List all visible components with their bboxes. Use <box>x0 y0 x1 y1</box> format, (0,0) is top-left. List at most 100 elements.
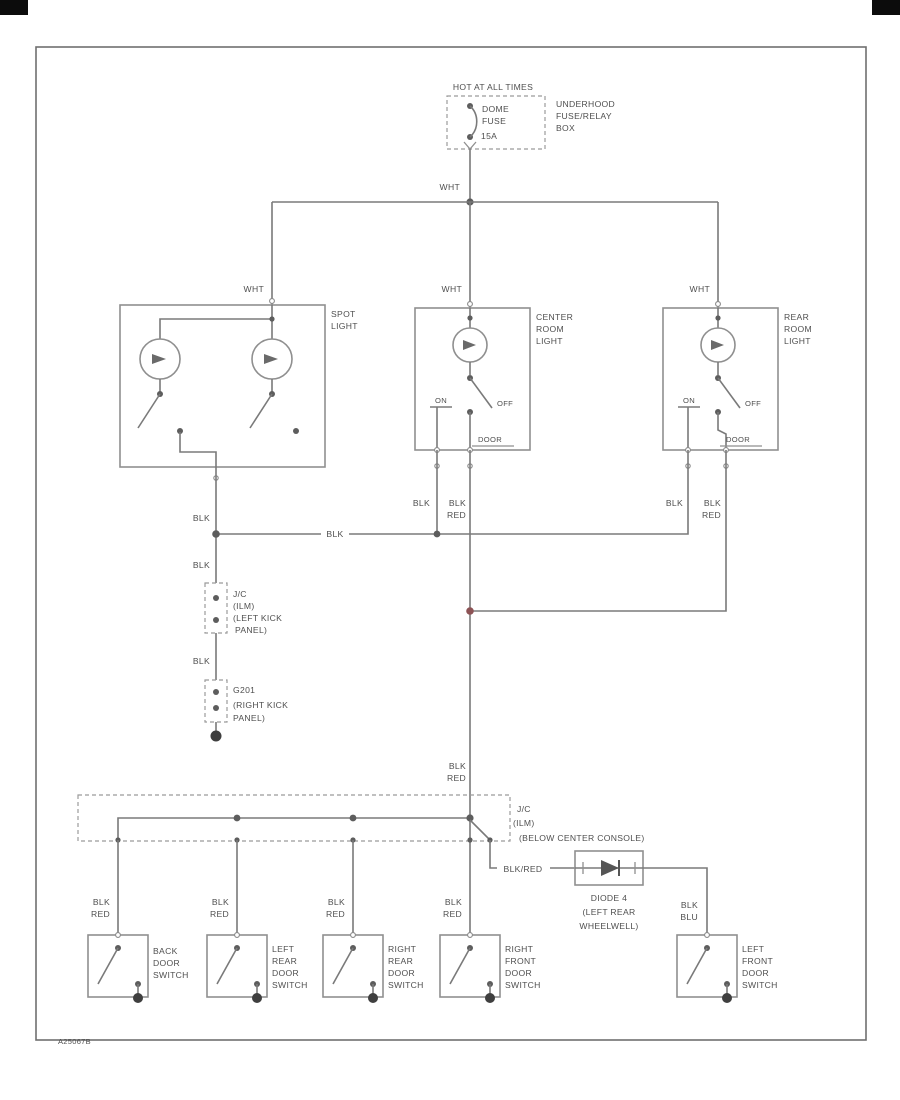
console-jc-outline <box>77 794 511 842</box>
left-rear-name-line2: REAR <box>272 956 297 966</box>
fuse-rating: 15A <box>481 131 497 141</box>
blk-label-center: BLK <box>413 498 430 508</box>
blkblu-wire <box>643 867 708 935</box>
spot-light-name-line2: LIGHT <box>331 321 358 331</box>
left-front-ground <box>722 993 732 1003</box>
back-door-switch-arm <box>97 947 119 985</box>
center-switch-door-label: DOOR <box>478 435 502 444</box>
power-source: HOT AT ALL TIMES DOME FUSE 15A UNDERHOOD… <box>446 82 615 150</box>
diode-branch: BLK/RED DIODE 4 (LEFT REAR WHEELWELL) BL… <box>489 840 708 935</box>
fuse-location-line3: BOX <box>556 123 575 133</box>
junction-connector-console: J/C (ILM) (BELOW CENTER CONSOLE) <box>77 794 645 843</box>
ground-line3: PANEL) <box>233 713 265 723</box>
diode-name-line3: WHEELWELL) <box>579 921 638 931</box>
left-rear-door-switch: LEFT REAR DOOR SWITCH <box>206 932 308 1003</box>
center-room-light-name-line3: LIGHT <box>536 336 563 346</box>
blk-label-spot: BLK <box>193 513 210 523</box>
right-front-wire-line2: RED <box>443 909 462 919</box>
diode-symbol <box>601 860 619 876</box>
diode-name-line2: (LEFT REAR <box>583 907 636 917</box>
back-door-name-line3: SWITCH <box>153 970 189 980</box>
back-door-wire-line1: BLK <box>93 897 110 907</box>
blk-label-down2: BLK <box>193 656 210 666</box>
rear-switch-off-label: OFF <box>745 399 761 408</box>
fuse-name-line1: DOME <box>482 104 509 114</box>
ground-line1: G201 <box>233 685 255 695</box>
diode-component <box>574 850 644 886</box>
rear-blkred-wire <box>470 450 727 612</box>
center-bulb <box>452 327 488 363</box>
console-jc-line3: (BELOW CENTER CONSOLE) <box>519 833 645 843</box>
left-front-name-line4: SWITCH <box>742 980 778 990</box>
center-switch-on-label: ON <box>435 396 447 405</box>
rear-blkred-line1: BLK <box>704 498 721 508</box>
left-front-name-line3: DOOR <box>742 968 769 978</box>
back-door-name-line2: DOOR <box>153 958 180 968</box>
center-room-light: CENTER ROOM LIGHT OFF ON DOOR <box>414 307 573 453</box>
rear-room-light-name-line1: REAR <box>784 312 809 322</box>
scan-mark-top-left <box>0 0 28 15</box>
console-jc-line2: (ILM) <box>513 818 535 828</box>
right-front-name-line4: SWITCH <box>505 980 541 990</box>
wht-distribution: WHT WHT WHT WHT <box>244 149 721 308</box>
right-front-switch-arm <box>449 947 471 985</box>
rear-room-light-name-line3: LIGHT <box>784 336 811 346</box>
hot-at-all-times-label: HOT AT ALL TIMES <box>453 82 533 92</box>
rear-bulb <box>700 327 736 363</box>
kick-jc-line1: J/C <box>233 589 247 599</box>
back-door-name-line1: BACK <box>153 946 178 956</box>
spot-light: SPOT LIGHT <box>119 304 358 468</box>
spot-light-name-line1: SPOT <box>331 309 356 319</box>
left-rear-wire-line2: RED <box>210 909 229 919</box>
door-feed-wiring: BLK RED BLK RED BLK RED <box>447 450 729 935</box>
blk-label-bus: BLK <box>326 529 343 539</box>
left-front-name-line1: LEFT <box>742 944 765 954</box>
right-rear-switch-arm <box>332 947 354 985</box>
rear-room-light: REAR ROOM LIGHT OFF ON DOOR <box>662 307 812 453</box>
right-rear-ground <box>368 993 378 1003</box>
ground-point <box>210 730 222 742</box>
feed-blkred-line2: RED <box>447 773 466 783</box>
spot-bulb-right <box>251 338 293 380</box>
center-switch-arm <box>469 377 493 409</box>
left-front-switch-arm <box>686 947 708 985</box>
wht-label-rear: WHT <box>690 284 711 294</box>
rear-switch-arm <box>717 377 741 409</box>
left-rear-wire-line1: BLK <box>212 897 229 907</box>
fuse-location-line1: UNDERHOOD <box>556 99 615 109</box>
ground-line2: (RIGHT KICK <box>233 700 288 710</box>
right-rear-wire-line1: BLK <box>328 897 345 907</box>
diagram-code: A25067B <box>58 1037 91 1046</box>
feed-blkred-line1: BLK <box>449 761 466 771</box>
fuse-location-line2: FUSE/RELAY <box>556 111 612 121</box>
spot-switch-arm-right <box>249 393 273 429</box>
back-door-switch: BACK DOOR SWITCH <box>87 932 189 1003</box>
left-rear-name-line3: DOOR <box>272 968 299 978</box>
wht-label-center: WHT <box>442 284 463 294</box>
door-switch-drops: BLK RED BLK RED BLK RED BLK RED <box>91 840 462 935</box>
rear-switch-on-label: ON <box>683 396 695 405</box>
wht-label-spot: WHT <box>244 284 265 294</box>
diagram-border <box>35 46 867 1041</box>
center-blkred-line1: BLK <box>449 498 466 508</box>
left-rear-switch-arm <box>216 947 238 985</box>
left-rear-name-line4: SWITCH <box>272 980 308 990</box>
diode-feed-label: BLK/RED <box>504 864 543 874</box>
right-front-ground <box>485 993 495 1003</box>
right-front-wire-line1: BLK <box>445 897 462 907</box>
right-front-door-switch: RIGHT FRONT DOOR SWITCH <box>439 932 541 1003</box>
right-rear-name-line1: RIGHT <box>388 944 417 954</box>
right-front-name-line3: DOOR <box>505 968 532 978</box>
center-switch-off-label: OFF <box>497 399 513 408</box>
rear-room-light-outline <box>662 307 779 451</box>
ground-wiring: BLK BLK BLK BLK BLK J/C (ILM) (LEFT KICK… <box>193 450 691 742</box>
junction-connector-kick: J/C (ILM) (LEFT KICK PANEL) <box>204 582 282 635</box>
center-blkred-line2: RED <box>447 510 466 520</box>
diode-name-line1: DIODE 4 <box>591 893 627 903</box>
right-rear-door-switch: RIGHT REAR DOOR SWITCH <box>322 932 423 1003</box>
back-door-ground <box>133 993 143 1003</box>
kick-jc-line4: PANEL) <box>235 625 267 635</box>
blk-label-down1: BLK <box>193 560 210 570</box>
